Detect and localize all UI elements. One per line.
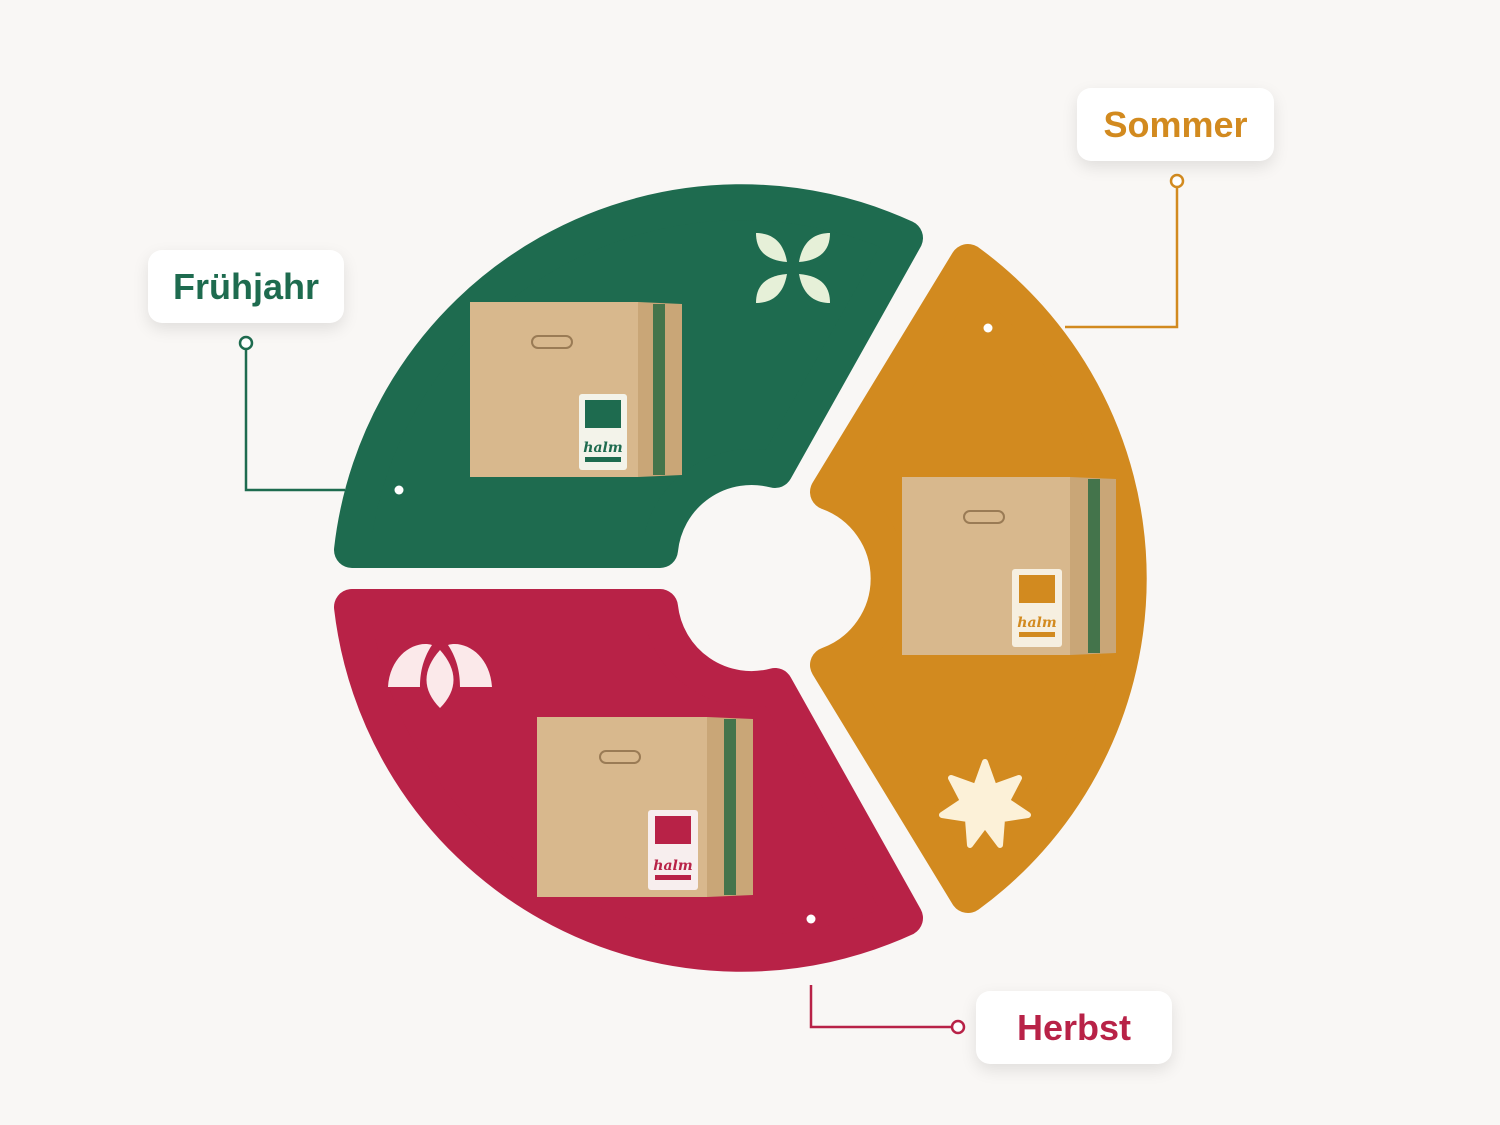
- sommer-box: halm: [902, 477, 1116, 655]
- herbst-connector-node: [950, 1019, 966, 1035]
- flower-star-icon: [939, 759, 1031, 848]
- herbst-label: Herbst: [976, 991, 1172, 1064]
- fruehjahr-dot: [394, 485, 404, 495]
- sommer-label: Sommer: [1077, 88, 1274, 161]
- fruehjahr-connector-node: [238, 335, 254, 351]
- herbst-box-brand: halm: [653, 858, 692, 874]
- fruehjahr-box-brand: halm: [583, 440, 622, 456]
- fruehjahr-box: halm: [470, 302, 682, 477]
- lotus-icon: [388, 644, 492, 708]
- sommer-box-brand: halm: [1017, 615, 1056, 631]
- fruehjahr-label: Frühjahr: [148, 250, 344, 323]
- herbst-box: halm: [537, 717, 753, 897]
- fruehjahr-connector: [244, 343, 345, 492]
- sommer-dot: [983, 323, 993, 333]
- leaf-cross-icon: [756, 233, 830, 303]
- herbst-dot: [806, 914, 816, 924]
- herbst-connector: [809, 985, 958, 1029]
- sommer-connector: [1065, 181, 1179, 329]
- sommer-connector-node: [1169, 173, 1185, 189]
